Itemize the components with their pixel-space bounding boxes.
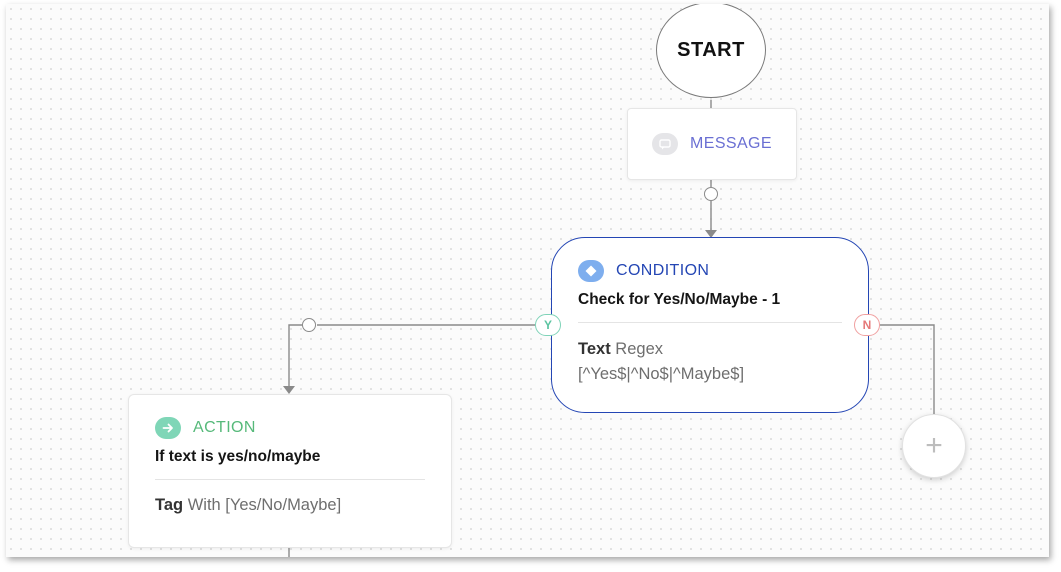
condition-field: Text <box>578 340 611 358</box>
condition-operator: Regex <box>615 340 663 358</box>
start-node[interactable]: START <box>656 4 766 98</box>
action-title: If text is yes/no/maybe <box>155 448 321 465</box>
message-output-port[interactable] <box>704 187 718 201</box>
condition-node[interactable]: CONDITION Check for Yes/No/Maybe - 1 Tex… <box>551 237 869 413</box>
flow-canvas[interactable]: START MESSAGE CONDITION Check for Yes/No… <box>6 4 1049 557</box>
connector-lines <box>283 100 935 557</box>
condition-rule: Text Regex [^Yes$|^No$|^Maybe$] <box>578 337 744 387</box>
action-rule: Tag With [Yes/No/Maybe] <box>155 493 341 518</box>
condition-title: Check for Yes/No/Maybe - 1 <box>578 291 781 308</box>
action-verb: Tag <box>155 496 184 514</box>
chat-bubble-icon <box>652 133 679 155</box>
message-label: MESSAGE <box>690 135 772 152</box>
action-type-label: ACTION <box>193 419 256 436</box>
condition-divider <box>578 322 842 323</box>
condition-pattern: [^Yes$|^No$|^Maybe$] <box>578 365 745 383</box>
no-branch-port[interactable]: N <box>854 314 880 336</box>
start-label: START <box>677 38 745 61</box>
plus-icon: + <box>925 429 943 462</box>
arrow-right-icon <box>155 417 181 439</box>
yes-branch-connector[interactable] <box>302 318 316 332</box>
action-detail: With [Yes/No/Maybe] <box>187 496 342 514</box>
action-divider <box>155 479 425 480</box>
yes-branch-port[interactable]: Y <box>535 314 561 336</box>
add-step-button[interactable]: + <box>902 414 966 478</box>
condition-type-label: CONDITION <box>616 262 710 279</box>
diamond-icon <box>578 260 604 282</box>
message-node[interactable]: MESSAGE <box>627 108 797 180</box>
action-node[interactable]: ACTION If text is yes/no/maybe Tag With … <box>128 394 452 548</box>
